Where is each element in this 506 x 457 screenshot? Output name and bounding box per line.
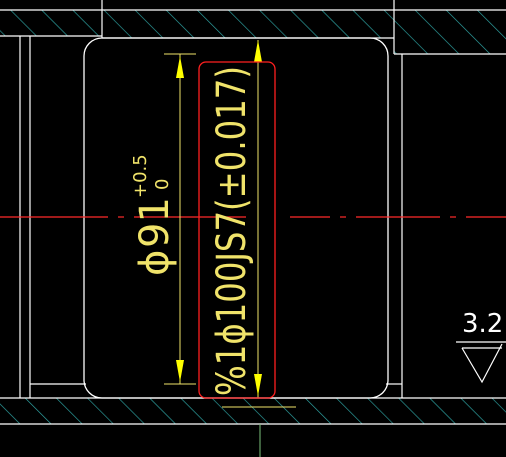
arrow-up-icon (254, 40, 262, 62)
bottom-hatched-section[interactable] (0, 398, 506, 424)
fit-text-group[interactable]: %1ϕ100JS7(±0.017) (209, 66, 255, 396)
phi91-label-group: ϕ 91 +0.5 0 (130, 154, 178, 276)
bore-diameter-value: 91 (132, 197, 178, 248)
arrow-down-icon (254, 374, 262, 396)
fit-tolerance-text[interactable]: %1ϕ100JS7(±0.017) (209, 66, 255, 396)
arrow-up-icon (176, 56, 184, 78)
arrow-down-icon (176, 360, 184, 382)
dimension-phi100[interactable] (254, 40, 262, 398)
tolerance-lower: 0 (152, 179, 173, 190)
dimension-phi91[interactable] (164, 53, 196, 385)
surface-finish-symbol[interactable]: 3.2 (456, 309, 506, 384)
surface-roughness-value: 3.2 (462, 309, 503, 339)
top-hatched-section[interactable] (0, 10, 506, 54)
selection-box[interactable] (198, 61, 276, 399)
roughness-triangle-icon (461, 343, 503, 384)
tolerance-upper: +0.5 (130, 154, 151, 198)
bore-phi-symbol: ϕ (132, 250, 178, 276)
